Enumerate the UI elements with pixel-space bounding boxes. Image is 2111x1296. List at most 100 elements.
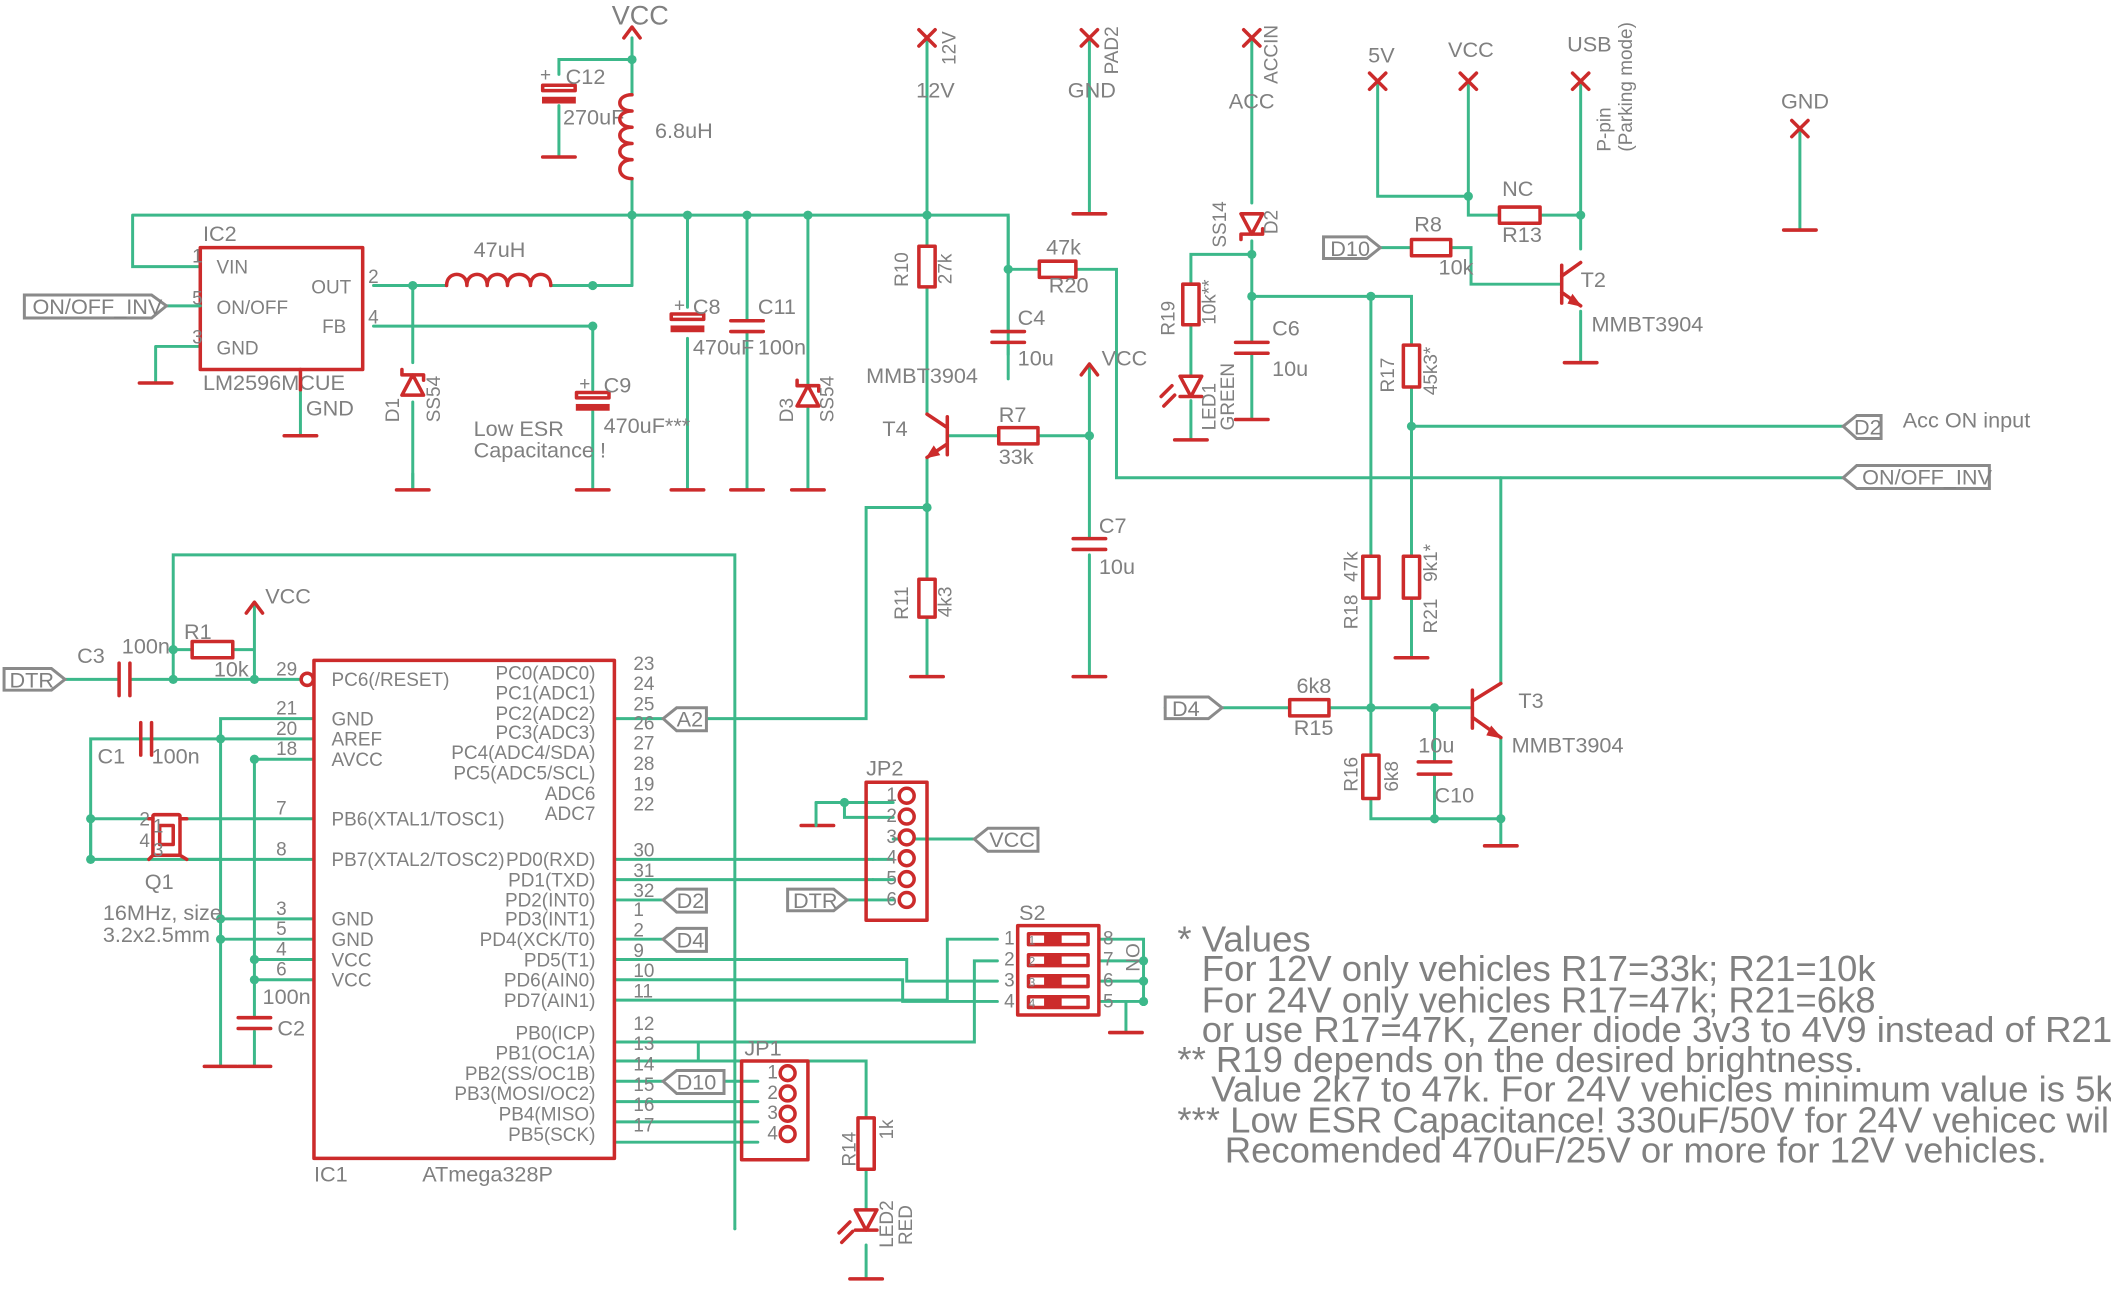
svg-text:C7: C7 — [1099, 513, 1127, 538]
svg-text:GND: GND — [1068, 77, 1116, 102]
svg-text:+: + — [579, 374, 590, 395]
svg-text:R21: R21 — [1421, 599, 1442, 634]
supply-vcc-mcu: VCC — [244, 584, 311, 615]
note-line: or use R17=47K, Zener diode 3v3 to 4V9 i… — [1202, 1009, 2111, 1050]
switch-knob — [1044, 997, 1062, 1007]
svg-text:JP1: JP1 — [744, 1036, 781, 1061]
supply-vcc-top: VCC — [612, 0, 669, 40]
resistor-r10: R10 27k — [892, 244, 956, 289]
svg-text:16MHz, size: 16MHz, size — [103, 900, 222, 925]
notes-block: * Values For 12V only vehicles R17=33k; … — [1177, 918, 2111, 1170]
svg-text:1k: 1k — [877, 1119, 898, 1140]
ic1-pin-name: PD5(T1) — [524, 950, 596, 971]
ic1-pin-number: 9 — [633, 941, 644, 962]
svg-text:R13: R13 — [1502, 222, 1542, 247]
ic1-pin-number: 13 — [633, 1034, 654, 1055]
svg-text:ON/OFF: ON/OFF — [217, 298, 289, 319]
svg-text:D2: D2 — [1262, 210, 1283, 234]
svg-text:P-pin: P-pin — [1594, 107, 1615, 151]
ic1-pin-name: PC6(/RESET) — [332, 670, 450, 691]
port-on-off-inv-left: ON/OFF_INV — [22, 293, 169, 320]
cap-c2: 100n C2 — [236, 984, 311, 1040]
jp2-pin-number: 6 — [886, 889, 897, 910]
s2-pin-number: 7 — [1103, 950, 1114, 971]
ic1-pin-number: 23 — [633, 654, 654, 675]
jp1-pin-number: 2 — [767, 1083, 778, 1104]
port-d4-mcu: D4 — [660, 926, 708, 953]
svg-text:VCC: VCC — [1102, 345, 1148, 370]
ic1-pin-number: 11 — [633, 981, 653, 1002]
svg-text:SS54: SS54 — [424, 376, 445, 422]
svg-text:D10: D10 — [1330, 236, 1370, 261]
ic1-pin-number: 18 — [276, 739, 297, 760]
switch-index: 2 — [1029, 955, 1036, 969]
port-a2: A2 — [660, 706, 708, 733]
svg-text:D4: D4 — [1172, 696, 1200, 721]
supply-vcc-t2: VCC — [1448, 37, 1494, 92]
ic1-pin-number: 1 — [633, 900, 644, 921]
supply-accin: ACCIN ACC — [1229, 25, 1283, 113]
note-line: For 12V only vehicles R17=33k; R21=10k — [1202, 948, 1877, 989]
cap-c4: C4 10u — [990, 305, 1054, 370]
svg-text:10k: 10k — [1439, 255, 1474, 280]
svg-text:(Parking mode): (Parking mode) — [1616, 22, 1637, 151]
switch-slot — [1026, 932, 1090, 947]
svg-text:T3: T3 — [1518, 688, 1543, 713]
svg-text:C1: C1 — [97, 743, 125, 768]
cap-c1: C1 100n — [97, 720, 200, 768]
cap-c7: C7 10u — [1071, 513, 1135, 579]
diode-d1: D1 SS54 — [383, 367, 445, 422]
svg-text:VIN: VIN — [217, 257, 249, 278]
svg-text:R14: R14 — [839, 1132, 860, 1167]
ic1-pin-number: 14 — [633, 1054, 654, 1075]
svg-text:D4: D4 — [677, 927, 705, 952]
cap-c12: + C12 270uF — [540, 64, 624, 130]
svg-text:2: 2 — [139, 810, 150, 831]
svg-text:NC: NC — [1502, 176, 1533, 201]
svg-text:C4: C4 — [1018, 305, 1046, 330]
ic1-pin-number: 10 — [633, 961, 654, 982]
resistor-r13: NC R13 — [1497, 176, 1542, 247]
s2-pin-number: 8 — [1103, 929, 1114, 950]
ic1-pin-name: ADC6 — [545, 784, 596, 805]
jp1-pin — [778, 1104, 797, 1123]
svg-text:R10: R10 — [892, 252, 913, 287]
svg-text:C6: C6 — [1272, 316, 1300, 341]
svg-text:R1: R1 — [184, 619, 212, 644]
svg-text:R18: R18 — [1341, 595, 1362, 630]
ic1-left-pins: 29PC6(/RESET)21GND20AREF18AVCC7PB6(XTAL1… — [276, 659, 504, 991]
svg-text:D2: D2 — [1854, 414, 1882, 439]
port-on-off-inv-right: ON/OFF_INV — [1840, 464, 1993, 491]
svg-text:RED: RED — [896, 1205, 917, 1245]
svg-text:R16: R16 — [1341, 757, 1362, 792]
svg-text:JP2: JP2 — [866, 755, 903, 780]
svg-text:FB: FB — [322, 317, 346, 338]
svg-text:D10: D10 — [677, 1069, 717, 1094]
svg-text:10u: 10u — [1099, 554, 1135, 579]
note-line: For 24V only vehicles R17=47k; R21=6k8 — [1202, 979, 1876, 1020]
note-line: *** Low ESR Capacitance! 330uF/50V for 2… — [1177, 1100, 2111, 1141]
transistor-t4: MMBT3904 T4 — [866, 363, 978, 460]
svg-text:3: 3 — [153, 841, 164, 862]
switch-index: 1 — [1029, 934, 1036, 948]
resistor-r1: R1 10k — [184, 619, 249, 682]
ground-symbols: GND — [137, 155, 1599, 1281]
ic1-pin-number: 28 — [633, 754, 654, 775]
switch-knob — [1044, 976, 1062, 986]
jp2-pin-number: 5 — [886, 869, 897, 890]
svg-text:12V: 12V — [916, 77, 955, 102]
port-dtr-jp2: DTR — [786, 887, 850, 913]
jp2-pin — [897, 869, 916, 889]
svg-text:SS14: SS14 — [1210, 201, 1231, 247]
note-line: * Values — [1177, 918, 1310, 959]
supply-usb: USB P-pin (Parking mode) — [1567, 22, 1637, 151]
svg-text:SS54: SS54 — [818, 376, 839, 422]
ic1-pin-number: 25 — [633, 694, 654, 715]
svg-text:USB: USB — [1567, 31, 1612, 56]
ic1-pin-name: PB4(MISO) — [499, 1105, 596, 1126]
svg-text:100n: 100n — [263, 984, 311, 1009]
transistor-t3: T3 MMBT3904 — [1470, 681, 1623, 757]
svg-text:LED1: LED1 — [1199, 383, 1220, 430]
